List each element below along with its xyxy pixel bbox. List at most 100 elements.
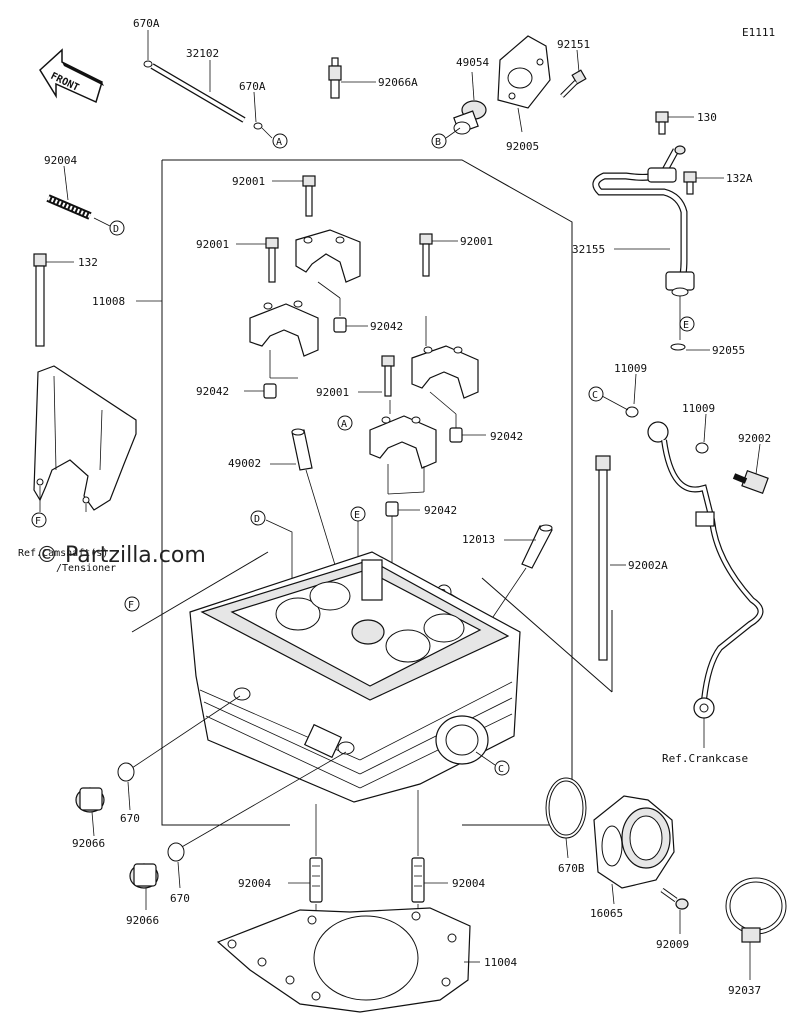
ref-camshaft: Ref.Camshaft(s): [18, 548, 108, 559]
bolt-92151: [560, 49, 587, 98]
o-ring-670-1: [117, 762, 135, 811]
oil-pipe-32155: [592, 145, 695, 351]
label-92009: 92009: [656, 938, 689, 951]
label-132A: 132A: [726, 172, 753, 185]
label-670A-2: 670A: [239, 80, 266, 93]
stud-92004-left: [288, 804, 323, 922]
ref-tensioner: /Tensioner: [56, 563, 116, 574]
label-16065: 16065: [590, 907, 623, 920]
assembly-frame: [131, 159, 613, 826]
label-11004: 11004: [484, 956, 517, 969]
label-92055: 92055: [712, 344, 745, 357]
dowel-92042-3: [449, 427, 486, 443]
label-92001-1: 92001: [232, 175, 265, 188]
marker-A-mid: [337, 415, 353, 431]
label-12013: 12013: [462, 533, 495, 546]
label-92151: 92151: [557, 38, 590, 51]
marker-E-center-text: E: [354, 510, 360, 521]
marker-D-left-text: D: [113, 224, 119, 235]
marker-C-center: [494, 760, 510, 776]
label-92042-4: 92042: [424, 504, 457, 517]
plug-92066-2: [129, 863, 159, 910]
marker-D-center: [250, 510, 266, 526]
label-670A-1: 670A: [133, 17, 160, 30]
label-92002: 92002: [738, 432, 771, 445]
dowel-pin-32102: [143, 30, 273, 139]
label-92042-1: 92042: [370, 320, 403, 333]
o-ring-670-2: [167, 842, 185, 889]
cylinder-head: [189, 551, 521, 803]
dowel-92042-2: [244, 383, 277, 399]
stud-92004-right: [411, 790, 448, 912]
label-670-1: 670: [120, 812, 140, 825]
camshaft-cap-4: [358, 355, 437, 495]
oil-line-right: [601, 373, 769, 748]
marker-C-right: [588, 386, 604, 402]
diagram-code: E1111: [742, 26, 775, 39]
label-32102: 32102: [186, 47, 219, 60]
label-11009-2: 11009: [682, 402, 715, 415]
label-92004-left: 92004: [238, 877, 271, 890]
marker-B-top: [431, 133, 447, 149]
label-92066-2: 92066: [126, 914, 159, 927]
marker-F-center: [124, 596, 140, 612]
label-132: 132: [78, 256, 98, 269]
label-92004-top: 92004: [44, 154, 77, 167]
camshaft-cap-2: [236, 237, 319, 379]
label-130: 130: [697, 111, 717, 124]
marker-B-top-text: B: [435, 137, 441, 148]
watermark: © Partzilla.com: [36, 543, 206, 568]
marker-A-top-text: A: [276, 137, 282, 148]
marker-F-left: [31, 512, 47, 528]
stud-92004-top: [46, 165, 111, 227]
screw-92009: [660, 887, 689, 934]
label-49002: 49002: [228, 457, 261, 470]
marker-C-right-text: C: [592, 390, 598, 401]
marker-E-right: [679, 316, 695, 332]
label-92042-2: 92042: [196, 385, 229, 398]
temperature-sensor-92066A: [328, 57, 376, 99]
camshaft-cap-1: [272, 175, 361, 316]
marker-C-center-text: C: [498, 764, 504, 775]
water-outlet-housing: [445, 35, 551, 139]
clamp-92037: [725, 877, 787, 980]
label-92002A: 92002A: [628, 559, 668, 572]
label-32155: 32155: [572, 243, 605, 256]
label-92001-4: 92001: [316, 386, 349, 399]
label-92066-1: 92066: [72, 837, 105, 850]
bolt-92002A: [595, 455, 626, 661]
dowel-92042-1: [333, 317, 368, 333]
label-11008: 11008: [92, 295, 125, 308]
label-670-2: 670: [170, 892, 190, 905]
chain-guide-cover: [33, 365, 137, 512]
label-92005: 92005: [506, 140, 539, 153]
bolt-132: [33, 253, 74, 347]
label-92001-3: 92001: [460, 235, 493, 248]
label-11009-1: 11009: [614, 362, 647, 375]
label-92037: 92037: [728, 984, 761, 997]
marker-A-top: [272, 133, 288, 149]
label-92066A: 92066A: [378, 76, 418, 89]
label-670B: 670B: [558, 862, 585, 875]
marker-D-center-text: D: [254, 514, 260, 525]
label-92004-right: 92004: [452, 877, 485, 890]
marker-D-left: [109, 220, 125, 236]
bolt-130: [655, 111, 694, 135]
head-gasket-11004: [216, 907, 480, 1013]
front-arrow-icon: FRONT: [39, 48, 104, 104]
ref-crankcase: Ref.Crankcase: [662, 752, 748, 765]
camshaft-cap-3: [411, 233, 479, 428]
bolt-132A: [683, 171, 724, 195]
label-49054: 49054: [456, 56, 489, 69]
label-92042-3: 92042: [490, 430, 523, 443]
marker-F-left-text: F: [35, 516, 41, 527]
label-92001-2: 92001: [196, 238, 229, 251]
plug-92066-1: [75, 787, 105, 837]
o-ring-670B: [545, 777, 587, 859]
marker-A-mid-text: A: [341, 419, 347, 430]
marker-F-center-text: F: [128, 600, 134, 611]
marker-E-right-text: E: [683, 320, 689, 331]
intake-holder-16065: [593, 795, 675, 905]
